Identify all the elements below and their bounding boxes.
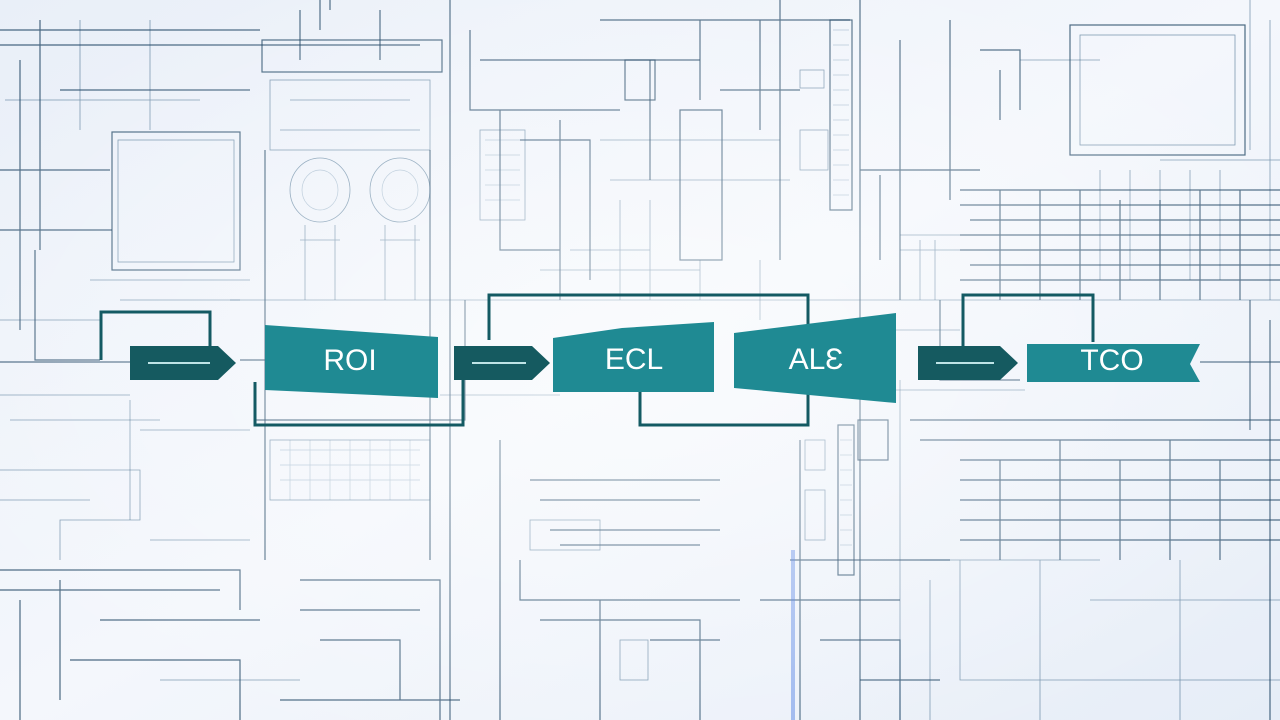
node-roi-label: ROI: [323, 344, 376, 377]
arrow-right-icon: [454, 346, 550, 380]
node-ale: ALƐ: [734, 313, 896, 403]
node-roi-box: [265, 325, 438, 398]
arrow-right-icon: [130, 346, 236, 380]
flow-nodes: ROI EϹL ALƐ TCO: [265, 313, 1200, 403]
node-tco-label: TCO: [1080, 344, 1143, 377]
node-ale-box: [734, 313, 896, 403]
flow-connectors: [130, 346, 1018, 380]
node-ecl-box: [553, 322, 714, 392]
node-ecl: EϹL: [553, 322, 714, 392]
arrow-right-icon: [918, 346, 1018, 380]
node-ecl-label: EϹL: [605, 343, 663, 376]
node-ale-label: ALƐ: [789, 343, 844, 376]
node-tco-box: [1027, 344, 1200, 382]
node-roi: ROI: [265, 325, 438, 398]
node-tco: TCO: [1027, 344, 1200, 382]
